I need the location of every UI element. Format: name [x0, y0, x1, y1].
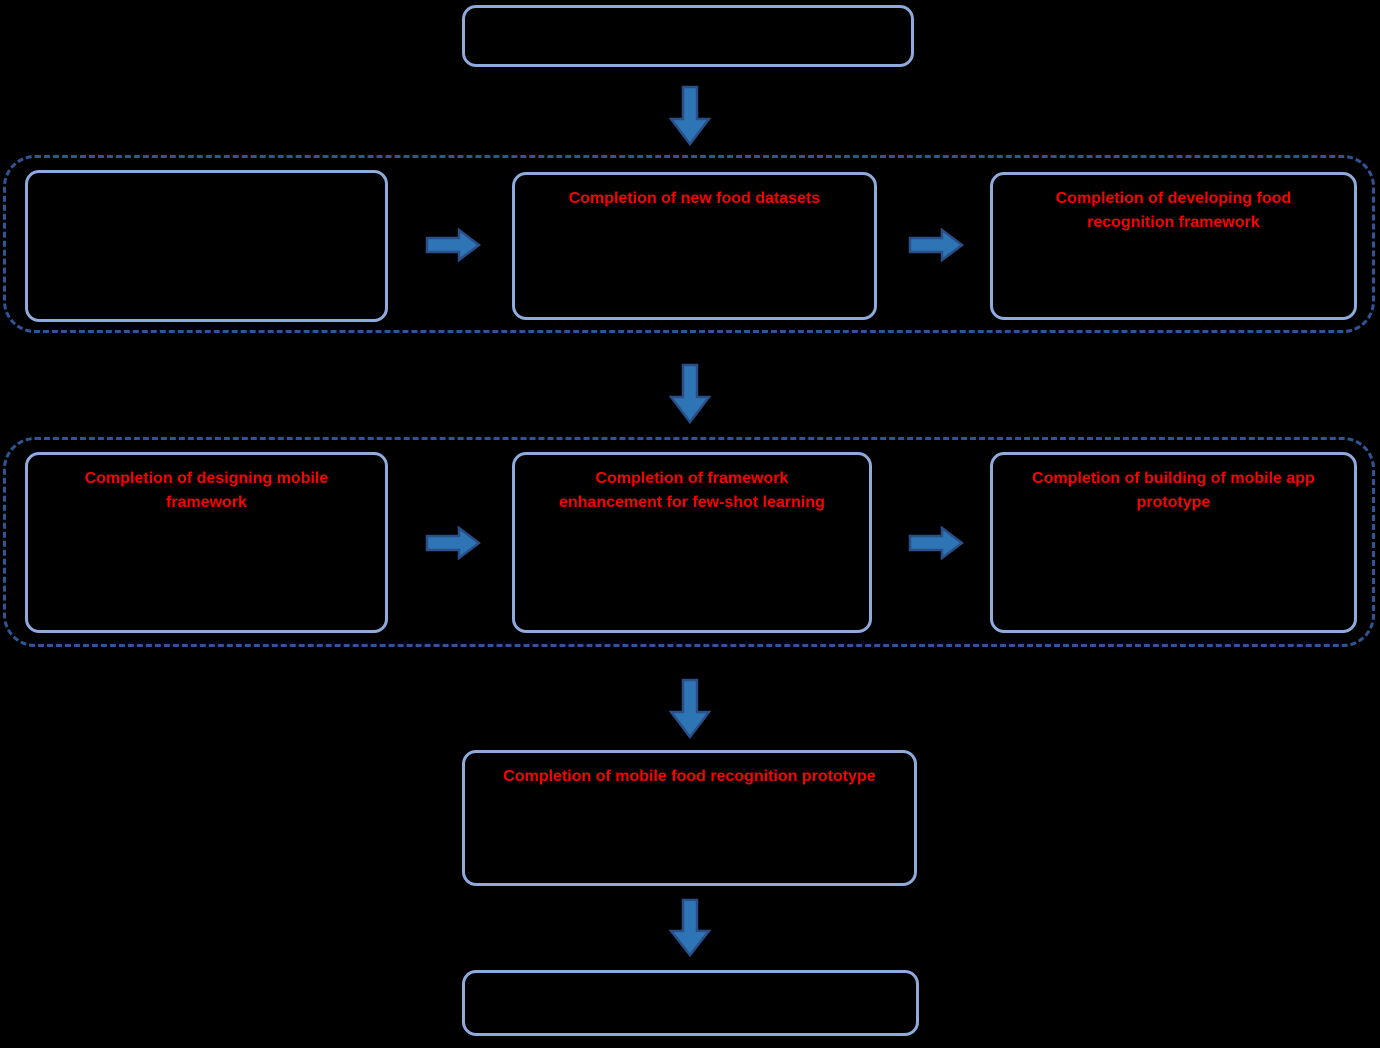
flowchart-box-mobile-app-prototype: Completion of building of mobile app pro…: [990, 452, 1357, 633]
box-label: Completion of developing food recognitio…: [1055, 190, 1292, 231]
box-label: Completion of mobile food recognition pr…: [503, 768, 876, 785]
flowchart-box-row1-left: [25, 170, 388, 322]
arrow-right-icon: [425, 227, 481, 263]
arrow-down-icon: [669, 363, 711, 425]
flowchart-box-mobile-food-recognition-prototype: Completion of mobile food recognition pr…: [462, 750, 917, 886]
flowchart-box-food-recognition-framework: Completion of developing food recognitio…: [990, 172, 1357, 320]
arrow-down-icon: [669, 678, 711, 740]
flowchart-box-few-shot-learning: Completion of framework enhancement for …: [512, 452, 872, 633]
flowchart-box-top: [462, 5, 914, 67]
box-label: Completion of building of mobile app pro…: [1032, 470, 1315, 511]
arrow-down-icon: [669, 898, 711, 958]
box-label: Completion of framework enhancement for …: [559, 470, 825, 511]
arrow-down-icon: [669, 85, 711, 147]
flowchart-box-bottom: [462, 970, 919, 1036]
box-label: [465, 973, 916, 985]
box-label: [465, 8, 911, 20]
box-label: Completion of new food datasets: [568, 190, 821, 207]
flowchart-group-row1: [3, 155, 1375, 333]
arrow-right-icon: [425, 525, 481, 561]
flowchart-group-row2: [3, 437, 1375, 647]
arrow-right-icon: [908, 227, 964, 263]
box-label: [28, 173, 385, 185]
box-label: Completion of designing mobile framework: [84, 470, 329, 511]
arrow-right-icon: [908, 525, 964, 561]
flowchart-box-designing-mobile-framework: Completion of designing mobile framework: [25, 452, 388, 633]
flowchart-box-new-food-datasets: Completion of new food datasets: [512, 172, 877, 320]
